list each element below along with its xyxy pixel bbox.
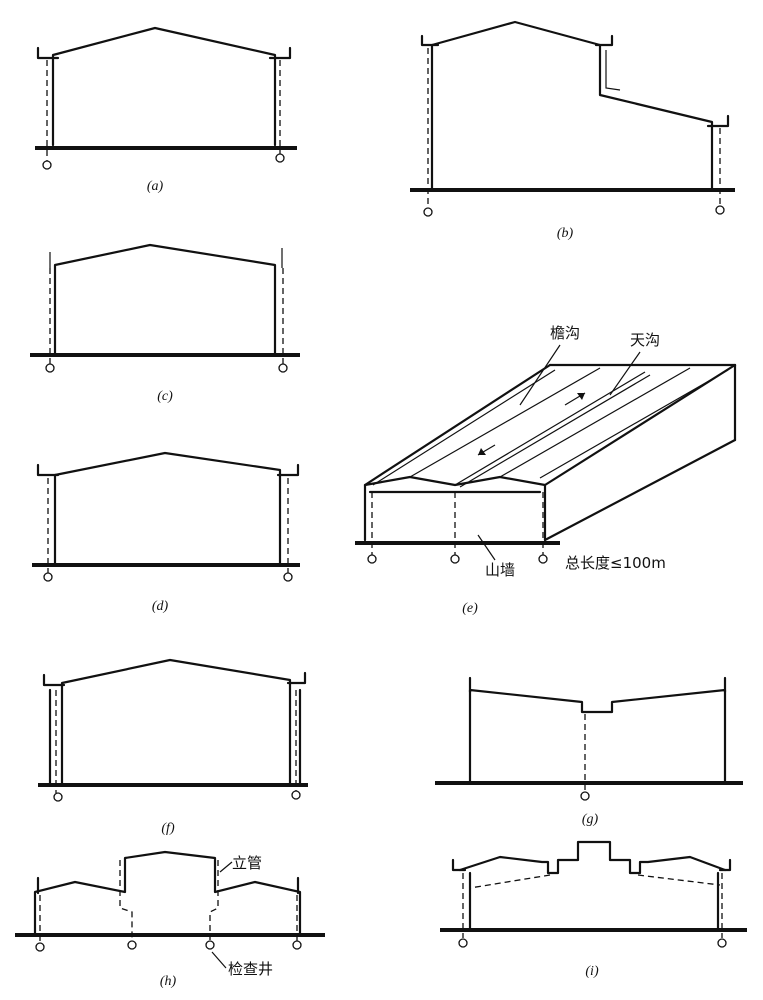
diagram-b: (b) [410, 20, 735, 241]
manhole-left [423, 207, 433, 217]
building-outline [33, 850, 302, 935]
flow-arrowhead-1 [577, 393, 585, 400]
eaves-gutter-left [42, 673, 66, 687]
manhole-right [275, 153, 285, 163]
gutter-right [718, 858, 732, 872]
manhole-left [45, 363, 55, 373]
valley-gutter-2 [459, 374, 651, 488]
leader-eaves-gutter [519, 344, 561, 406]
side-wall-bottom [543, 438, 737, 542]
building-outline [458, 840, 727, 875]
diagram-e: 檐沟 天沟 山墙 总长度≤100m (e) [355, 324, 737, 616]
leader-downpipe [219, 861, 233, 873]
diagram-c: (c) [30, 243, 300, 404]
manhole-right [717, 938, 727, 948]
building-outline [53, 451, 282, 565]
manhole-left [458, 938, 468, 948]
building-outline [51, 26, 277, 147]
label-valley-gutter: 天沟 [630, 331, 660, 349]
manhole-right [278, 363, 288, 373]
label-total-length: 总长度≤100m [565, 554, 666, 572]
diagram-d: (d) [32, 451, 300, 614]
label-downpipe: 立管 [232, 854, 262, 872]
manhole-right [715, 205, 725, 215]
caption-e: (e) [462, 601, 478, 616]
leader-gable-wall [477, 534, 496, 561]
building-outline [468, 688, 727, 783]
building-outline [60, 658, 292, 785]
diagram-h: 立管 检查井 (h) [15, 850, 325, 989]
manhole-left [43, 572, 53, 582]
eaves-gutter-left [36, 463, 60, 477]
diagram-g: (g) [435, 676, 743, 827]
eaves-gutter-right [276, 463, 300, 477]
manhole-right [291, 790, 301, 800]
manhole-left [35, 942, 45, 952]
manhole-middle [450, 554, 460, 564]
caption-a: (a) [147, 179, 164, 194]
valley-gutter [454, 371, 646, 486]
manhole-right [292, 940, 302, 950]
eaves-gutter-right [268, 46, 292, 60]
caption-b: (b) [557, 226, 574, 241]
internal-pipe-right [637, 874, 721, 886]
label-eaves-gutter: 檐沟 [550, 324, 580, 342]
gable-wall-outline [363, 475, 547, 542]
ridge-left [409, 367, 601, 478]
manhole-center [580, 791, 590, 801]
eaves-gutter-left [420, 34, 440, 47]
manhole-right [283, 572, 293, 582]
downpipe-mid-left [119, 860, 133, 940]
manhole-mid-left [127, 940, 137, 950]
eaves-gutter-right [706, 114, 730, 128]
eaves-gutter-left [36, 46, 60, 60]
label-gable-wall: 山墙 [485, 561, 515, 579]
eaves-edge-right [543, 363, 737, 487]
diagram-f: (f) [38, 658, 308, 836]
leader-manhole [211, 951, 227, 969]
caption-g: (g) [582, 812, 599, 827]
caption-d: (d) [152, 599, 169, 614]
label-manhole: 检查井 [228, 960, 273, 978]
flow-arrowhead-2 [478, 448, 486, 455]
gutter-left [451, 858, 467, 872]
eaves-gutter-right [286, 671, 307, 685]
internal-pipe-left [469, 874, 551, 889]
diagram-a: (a) [35, 26, 297, 194]
manhole-left [42, 160, 52, 170]
eaves-edge-left [363, 363, 552, 487]
downpipe-mid-right [209, 860, 219, 940]
eaves-gutter-upper [594, 34, 614, 47]
building-outline [53, 243, 277, 355]
diagram-i: (i) [440, 840, 747, 979]
manhole-left [53, 792, 63, 802]
caption-i: (i) [585, 964, 599, 979]
caption-h: (h) [160, 974, 177, 989]
caption-c: (c) [157, 389, 173, 404]
ridge-right [499, 367, 691, 478]
building-outline [430, 20, 714, 190]
manhole-right [538, 554, 548, 564]
leader-valley-gutter [609, 351, 641, 396]
manhole-mid-right [205, 940, 215, 950]
eaves-gutter-right-line [539, 369, 729, 479]
downpipe-upper [605, 50, 621, 91]
eaves-gutter-line [372, 369, 556, 486]
manhole-left [367, 554, 377, 564]
caption-f: (f) [161, 821, 175, 836]
